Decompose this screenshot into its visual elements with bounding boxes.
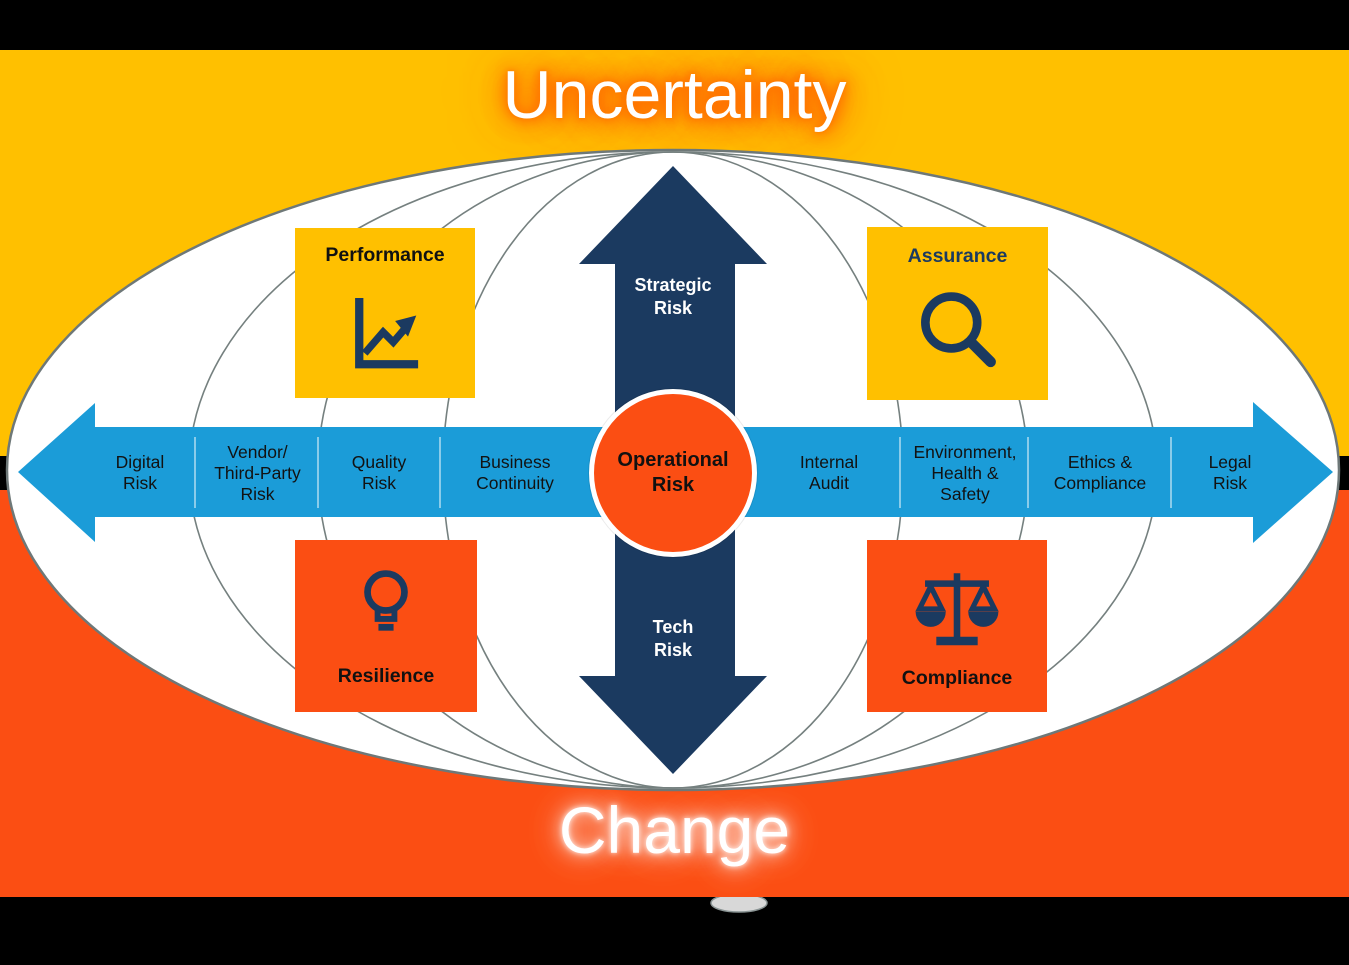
compliance-title: Compliance (901, 667, 1013, 689)
tech-risk-label: Tech Risk (652, 617, 694, 660)
scales-icon (908, 540, 1006, 667)
assurance-title: Assurance (907, 245, 1008, 267)
quadrant-assurance: Assurance (867, 227, 1048, 400)
band-dividers (194, 437, 1172, 508)
operational-risk-circle: Operational Risk (589, 389, 757, 557)
band-label-ethics-compliance: Ethics & Compliance (1053, 452, 1147, 493)
magnifying-glass-icon (910, 268, 1006, 400)
uncertainty-title: Uncertainty (502, 57, 847, 133)
bottom-ellipse-decoration (710, 897, 768, 913)
band-label-legal-risk: Legal Risk (1208, 452, 1252, 493)
band-label-internal-audit: Internal Audit (799, 452, 859, 493)
resilience-title: Resilience (337, 665, 435, 687)
letterbox-bottom (0, 897, 1349, 965)
strategic-risk-label: Strategic Risk (634, 275, 712, 318)
letterbox-top (0, 0, 1349, 50)
quadrant-performance: Performance (295, 228, 475, 398)
quadrant-resilience: Resilience (295, 540, 477, 712)
change-title: Change (558, 793, 791, 867)
band-label-vendor-third-party-risk: Vendor/ Third-Party Risk (214, 441, 301, 504)
band-label-quality-risk: Quality Risk (351, 452, 407, 493)
line-chart-icon (337, 267, 433, 398)
band-label-environment-health-safety: Environment, Health & Safety (913, 441, 1017, 504)
band-label-digital-risk: Digital Risk (115, 452, 165, 493)
operational-risk-label: Operational Risk (617, 449, 729, 496)
performance-title: Performance (325, 244, 445, 266)
band-label-business-continuity: Business Continuity (476, 452, 554, 493)
quadrant-compliance: Compliance (867, 540, 1047, 712)
lightbulb-icon (344, 540, 428, 665)
